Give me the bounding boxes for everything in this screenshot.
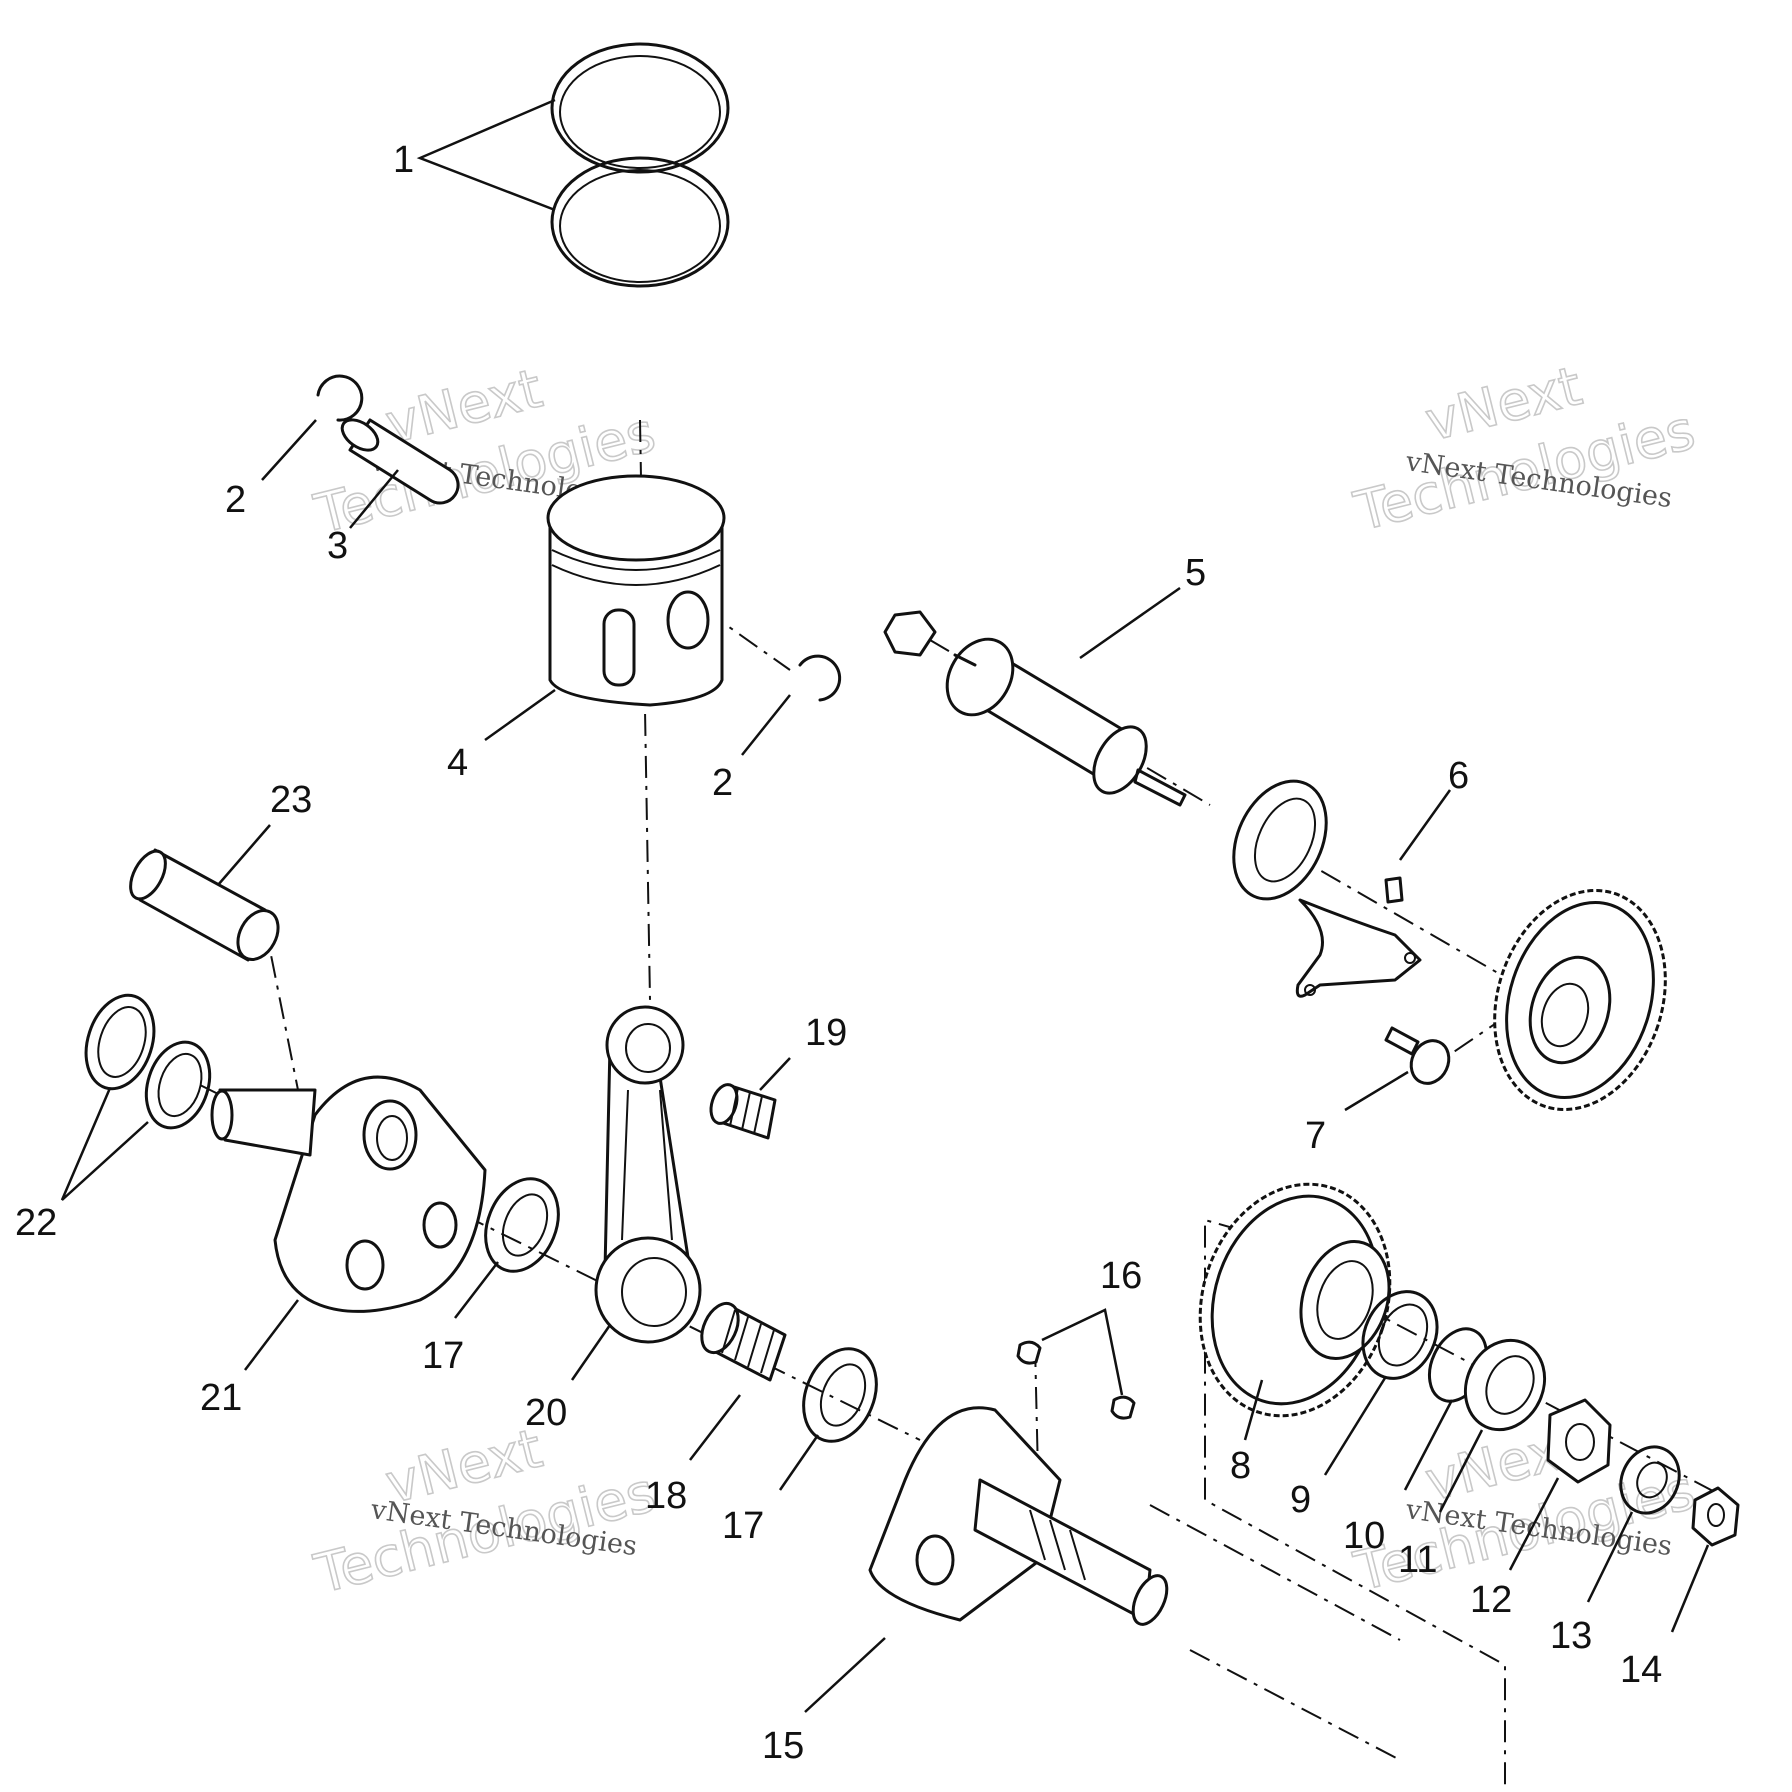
callout-18: 18 (645, 1475, 687, 1517)
thrust-washer (484, 1177, 878, 1443)
callout-3: 3 (327, 525, 348, 567)
ball-bearing (1232, 779, 1328, 901)
callout-labels: 1 2 2 3 4 5 6 7 8 9 10 11 12 13 14 15 16… (15, 139, 1662, 1767)
callout-19: 19 (805, 1012, 847, 1054)
callout-13: 13 (1550, 1615, 1592, 1657)
crank-pin (129, 848, 280, 962)
bolt (1384, 1026, 1451, 1085)
castle-nut (1546, 1398, 1612, 1484)
leader-10 (1403, 1399, 1454, 1491)
callout-22: 22 (15, 1202, 57, 1244)
leader-17b (778, 1434, 820, 1491)
callout-14: 14 (1620, 1649, 1662, 1691)
callout-21: 21 (200, 1377, 242, 1419)
callout-10: 10 (1343, 1515, 1385, 1557)
leader-23 (217, 824, 271, 886)
leader-3 (349, 469, 399, 529)
woodruff-keys (1016, 1340, 1136, 1420)
callout-7: 7 (1305, 1115, 1326, 1157)
leader-16 (1041, 1308, 1124, 1396)
callout-17: 17 (422, 1335, 464, 1377)
leader-21 (244, 1299, 299, 1371)
leader-20 (570, 1324, 612, 1381)
piston-pin (340, 418, 460, 505)
leader-1 (416, 98, 556, 212)
callout-15: 15 (762, 1725, 804, 1767)
callout-8: 8 (1230, 1445, 1251, 1487)
leader-22 (60, 1087, 149, 1201)
lock-washer (1619, 1445, 1681, 1515)
leader-15 (804, 1637, 886, 1713)
callout-16: 16 (1100, 1255, 1142, 1297)
small-end-bearing (709, 1083, 777, 1140)
callout-12: 12 (1470, 1579, 1512, 1621)
leader-11 (1438, 1429, 1484, 1513)
leader-5 (1079, 586, 1181, 660)
crankshaft-seals (84, 993, 212, 1130)
callout-17: 17 (722, 1505, 764, 1547)
callout-11: 11 (1398, 1539, 1437, 1581)
hex-nut (1691, 1486, 1740, 1547)
leader-2a (261, 419, 317, 481)
callout-5: 5 (1185, 552, 1206, 594)
callout-23: 23 (270, 779, 312, 821)
leader-19 (759, 1057, 791, 1091)
piston-pin-circlip (316, 374, 842, 702)
leader-17a (454, 1261, 499, 1319)
piston (546, 474, 726, 707)
callout-4: 4 (447, 742, 468, 784)
bracket-plate (1295, 876, 1422, 998)
callout-6: 6 (1448, 755, 1469, 797)
connecting-rod (594, 1005, 702, 1344)
leader-8 (1243, 1379, 1264, 1441)
callout-20: 20 (525, 1392, 567, 1434)
leader-13 (1586, 1511, 1634, 1603)
leader-9 (1323, 1377, 1387, 1476)
leader-7 (1344, 1070, 1409, 1112)
piston-rings (550, 42, 730, 288)
crankshaft-left-half (210, 1075, 487, 1313)
callout-9: 9 (1290, 1479, 1311, 1521)
crank-pin-bearing (700, 1301, 787, 1382)
watermark-top-right: vNext Technologies (1347, 353, 1701, 544)
callout-2: 2 (712, 762, 733, 804)
watermark-bottom-left: vNext Technologies (308, 1416, 662, 1607)
leader-4 (484, 688, 556, 742)
leader-12 (1508, 1477, 1560, 1571)
leader-18 (689, 1394, 741, 1461)
gear-washer (1361, 1290, 1439, 1380)
large-drive-gear (1493, 889, 1667, 1111)
callout-1: 1 (393, 139, 414, 181)
shaft-bearing (1463, 1338, 1547, 1432)
leader-2b (741, 694, 791, 756)
leader-14 (1670, 1544, 1710, 1633)
leader-6 (1398, 789, 1452, 861)
callout-2: 2 (225, 479, 246, 521)
crankshaft-right-half (868, 1406, 1169, 1626)
starter-shaft-assembly (883, 610, 1187, 807)
